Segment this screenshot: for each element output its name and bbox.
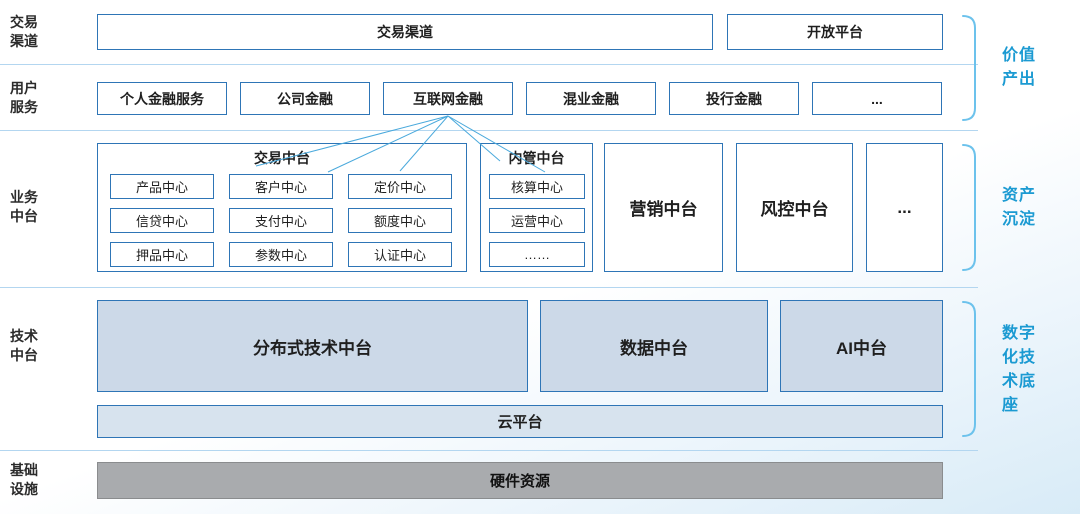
- box-ai-platform: AI中台: [780, 300, 943, 392]
- cell-credit-center: 信贷中心: [110, 208, 214, 233]
- box-cloud-platform: 云平台: [97, 405, 943, 438]
- cell-internal-more: ……: [489, 242, 585, 267]
- box-services-more: ...: [812, 82, 942, 115]
- row-label-tech-platform: 技术 中台: [10, 328, 38, 363]
- bracket-value-output: [962, 15, 976, 121]
- box-hardware-resources: 硬件资源: [97, 462, 943, 499]
- group-title-internal-center: 内管中台: [508, 150, 565, 166]
- box-trade-channel: 交易渠道: [97, 14, 713, 50]
- annotation-value-output: 价值 产出: [1002, 47, 1037, 88]
- bracket-digital-base: [962, 301, 976, 437]
- box-investment-banking: 投行金融: [669, 82, 799, 115]
- cell-parameter-center: 参数中心: [229, 242, 333, 267]
- box-open-platform: 开放平台: [727, 14, 943, 50]
- cell-customer-center: 客户中心: [229, 174, 333, 199]
- box-risk-control-platform: 风控中台: [736, 143, 853, 272]
- row-label-business-platform: 业务 中台: [10, 189, 38, 224]
- box-internet-finance: 互联网金融: [383, 82, 513, 115]
- cell-quota-center: 额度中心: [348, 208, 452, 233]
- separator-line: [0, 130, 978, 131]
- box-mixed-finance: 混业金融: [526, 82, 656, 115]
- box-corporate-finance: 公司金融: [240, 82, 370, 115]
- annotation-digital-base: 数字 化技 术底 座: [1002, 325, 1037, 414]
- box-data-platform: 数据中台: [540, 300, 768, 392]
- cell-pricing-center: 定价中心: [348, 174, 452, 199]
- cell-authentication-center: 认证中心: [348, 242, 452, 267]
- row-label-channels: 交易 渠道: [10, 14, 38, 49]
- cell-product-center: 产品中心: [110, 174, 214, 199]
- separator-line: [0, 450, 978, 451]
- row-label-infrastructure: 基础 设施: [10, 462, 38, 497]
- row-label-user-services: 用户 服务: [10, 80, 38, 115]
- box-personal-finance: 个人金融服务: [97, 82, 227, 115]
- cell-operation-center: 运营中心: [489, 208, 585, 233]
- cell-collateral-center: 押品中心: [110, 242, 214, 267]
- box-distributed-tech-platform: 分布式技术中台: [97, 300, 528, 392]
- cell-accounting-center: 核算中心: [489, 174, 585, 199]
- separator-line: [0, 64, 978, 65]
- box-marketing-platform: 营销中台: [604, 143, 723, 272]
- annotation-asset-deposit: 资产 沉淀: [1002, 187, 1037, 228]
- separator-line: [0, 287, 978, 288]
- cell-payment-center: 支付中心: [229, 208, 333, 233]
- bracket-asset-deposit: [962, 144, 976, 271]
- group-title-trade-center: 交易中台: [254, 150, 310, 166]
- box-business-more: ...: [866, 143, 943, 272]
